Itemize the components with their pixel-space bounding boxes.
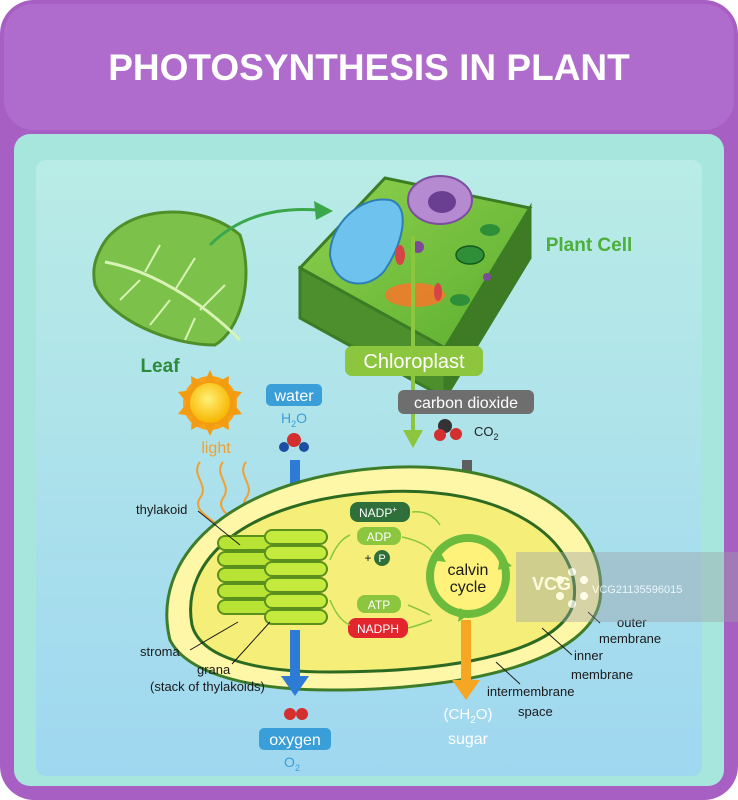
adp-pill (357, 527, 401, 545)
leaf-to-cell-arrowhead (314, 201, 333, 220)
page-title: PHOTOSYNTHESIS IN PLANT (108, 47, 630, 88)
atp-pill (357, 595, 401, 613)
grana-leader (231, 621, 271, 665)
outer-membrane-label-2: membrane (599, 631, 661, 646)
stroma-leader (189, 621, 239, 651)
calvin-label-line2: cycle (450, 579, 487, 596)
carbon-dioxide-label: carbon dioxide (414, 395, 518, 412)
leaf-label: Leaf (140, 356, 180, 377)
intermembrane-label-2: space (518, 704, 553, 719)
co2-formula: CO2 (474, 424, 499, 442)
inner-membrane-label-1: inner (574, 648, 604, 663)
oxygen-arrow-head (281, 676, 309, 696)
grana-note: (stack of thylakoids) (150, 679, 265, 694)
water-pill (266, 384, 322, 406)
oxygen-molecule-icon (284, 708, 308, 720)
thylakoid-label: thylakoid (136, 502, 187, 517)
calvin-cycle-icon (426, 534, 512, 622)
watermark-code: VCG21135596015 (592, 584, 682, 596)
title-bar-shade (4, 4, 734, 130)
co2-molecule-icon (434, 419, 462, 441)
light-label: light (201, 440, 231, 457)
oxygen-formula: O2 (284, 754, 300, 773)
plant-cell-label: Plant Cell (546, 235, 633, 256)
nadp-label: NADP+ (359, 505, 397, 520)
sugar-formula: (CH2O) (444, 706, 493, 726)
outer-membrane-leader (587, 611, 601, 624)
watermark: VCG VCG21135596015 (516, 552, 738, 622)
sun-icon (178, 370, 242, 436)
oxygen-pill (259, 728, 331, 750)
leaf-illustration (92, 210, 248, 347)
carbon-dioxide-pill (398, 390, 534, 414)
phosphate-label: P (378, 553, 385, 565)
grana-label: grana (197, 662, 231, 677)
sugar-arrow-head (452, 680, 480, 700)
thylakoid-leader (197, 510, 241, 546)
water-molecule-icon (279, 433, 309, 452)
grana-stack-right (264, 529, 328, 625)
inner-membrane-leader (541, 627, 573, 656)
cycle-arrows (329, 511, 441, 629)
water-formula: H2O (281, 410, 307, 429)
stroma-label: stroma (140, 644, 181, 659)
chloroplast-pointer-head (403, 430, 423, 448)
chloroplast-pill (345, 346, 483, 376)
calvin-label-line1: calvin (448, 562, 489, 579)
watermark-logo-icon (556, 568, 588, 608)
water-label: water (273, 388, 314, 405)
leaf-to-cell-arrow (208, 207, 319, 247)
intermembrane-leader (495, 661, 521, 685)
inner-membrane-label-2: membrane (571, 667, 633, 682)
nadph-pill (348, 618, 408, 638)
sugar-label: sugar (448, 731, 489, 748)
nadp-pill (350, 502, 410, 522)
intermembrane-label-1: intermembrane (487, 684, 574, 699)
chloroplast-label: Chloroplast (363, 351, 465, 373)
watermark-brand: VCG (532, 574, 571, 594)
atp-label: ATP (368, 598, 390, 612)
phosphate-circle (374, 550, 390, 566)
outer-membrane-label-1: outer (617, 615, 647, 630)
nadph-label: NADPH (357, 622, 399, 636)
plus-sign: + (364, 551, 371, 565)
oxygen-label: oxygen (269, 732, 321, 749)
adp-label: ADP (367, 530, 392, 544)
